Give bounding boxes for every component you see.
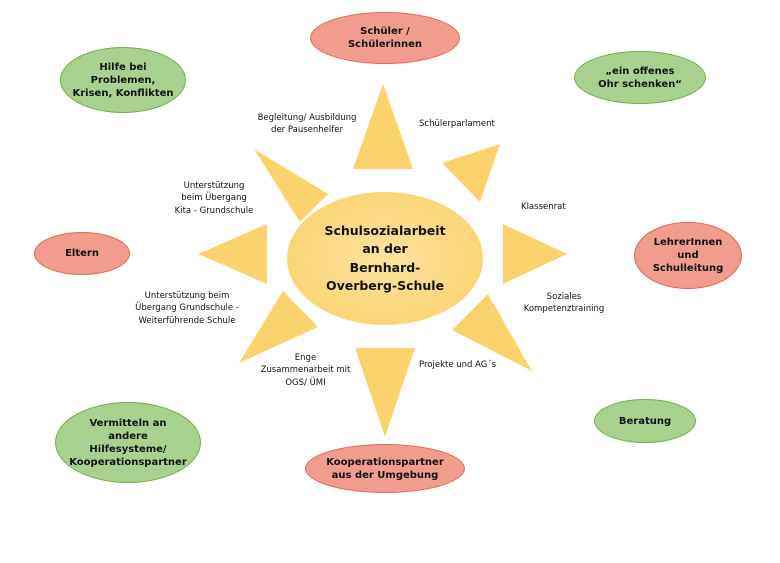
node-referral: Vermitteln an andere Hilfesysteme/ Koope… [55, 402, 201, 483]
node-students-label: Schüler / Schülerinnen [347, 26, 423, 50]
ray-label-uebergang-weiterfuehrend: Unterstützung beim Übergang Grundschule … [135, 291, 239, 326]
ray-label-schuelerparlament: Schülerparlament [419, 119, 495, 129]
ray-label-ogs: Enge Zusammenarbeit mit OGS/ ÜMI [260, 353, 351, 388]
ray-label-uebergang-kita: Unterstützung beim Übergang Kita - Grund… [174, 181, 254, 216]
node-teachers-label: LehrerInnen und Schulleitung [652, 237, 724, 274]
ray-down-right-icon [452, 294, 532, 371]
ray-label-pausenhelfer: Begleitung/ Ausbildung der Pausenhelfer [257, 113, 357, 136]
ray-up-right-icon [442, 144, 500, 202]
ray-down-left-icon [239, 291, 318, 363]
center-node: Schulsozialarbeit an der Bernhard- Overb… [287, 192, 483, 325]
node-open-ear-label: „ein offenes Ohr schenken“ [598, 65, 682, 90]
node-partners: Kooperationspartner aus der Umgebung [305, 444, 465, 493]
node-counseling-label: Beratung [618, 415, 672, 427]
node-counseling: Beratung [594, 399, 696, 443]
ray-right-icon [503, 224, 567, 284]
node-referral-label: Vermitteln an andere Hilfesysteme/ Koope… [69, 417, 187, 468]
node-parents: Eltern [34, 232, 130, 275]
ray-down-icon [355, 348, 415, 437]
node-teachers: LehrerInnen und Schulleitung [634, 222, 742, 289]
node-help-problems-label: Hilfe bei Problemen, Krisen, Konflikten [72, 61, 174, 99]
node-help-problems: Hilfe bei Problemen, Krisen, Konflikten [60, 47, 186, 113]
node-partners-label: Kooperationspartner aus der Umgebung [326, 456, 444, 481]
ray-label-projekte: Projekte und AG´s [419, 360, 497, 370]
ray-label-klassenrat: Klassenrat [521, 202, 566, 212]
ray-up-icon [353, 84, 413, 169]
center-node-label: Schulsozialarbeit an der Bernhard- Overb… [324, 223, 446, 293]
node-open-ear: „ein offenes Ohr schenken“ [574, 51, 706, 104]
ray-left-icon [198, 224, 267, 284]
node-students: Schüler / Schülerinnen [310, 12, 460, 64]
node-parents-label: Eltern [65, 248, 99, 259]
ray-up-left-icon [254, 149, 328, 222]
ray-label-kompetenztraining: Soziales Kompetenztraining [523, 292, 605, 315]
